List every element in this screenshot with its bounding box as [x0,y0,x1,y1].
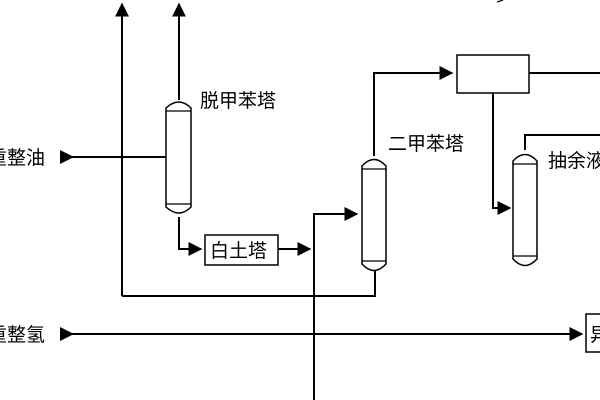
upper-right-box [456,54,530,94]
extraction-top-line [524,134,600,150]
box-to-extraction-line [492,93,512,215]
top-right-mark [496,0,504,3]
bottom-return-line [122,270,376,297]
extraction-tower-label: 抽余液 [548,150,600,172]
reformate-oil-label: 重整油 [0,147,45,169]
xylene-tower-label: 二甲苯塔 [388,133,464,155]
right-edge-box-label: 异 [590,324,600,346]
dephenylation-tower-vessel [165,101,192,214]
xylene-top-to-box-line [373,66,454,156]
to-xylene-tower-line [313,207,359,400]
clay-tower-label: 白土塔 [210,240,267,262]
xylene-tower-vessel [361,158,387,272]
dephenylation-tower-label: 脱甲苯塔 [200,90,276,112]
reformate-hydrogen-arrowhead [60,327,74,341]
right-edge-box [585,313,600,353]
extraction-tower-vessel [512,153,538,267]
dephenylation-to-clay-line [178,217,203,256]
reformate-oil-arrowhead [60,150,74,164]
clay-tower-box [204,234,279,266]
reformate-hydrogen-label: 重整氢 [0,324,45,346]
